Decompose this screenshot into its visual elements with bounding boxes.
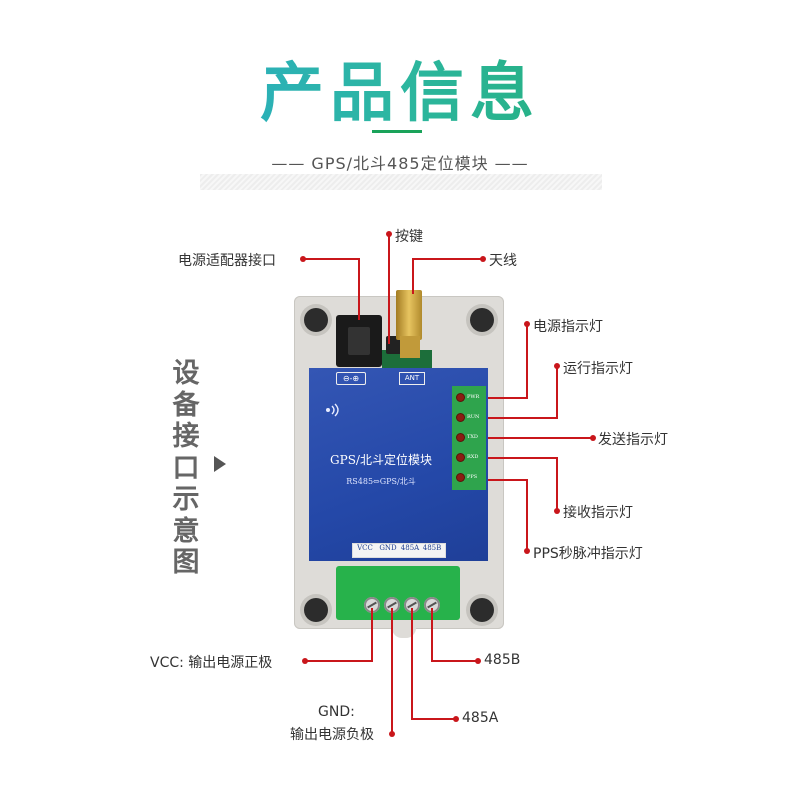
callout-line <box>488 457 558 459</box>
callout-line <box>388 234 390 344</box>
subtitle-band <box>200 174 602 190</box>
callout-line <box>411 608 413 720</box>
callout-power-led: 电源指示灯 <box>533 319 603 335</box>
callout-dot <box>480 256 486 262</box>
callout-line <box>556 457 558 511</box>
page-title: 产品信息 <box>0 42 800 134</box>
callout-dot <box>302 658 308 664</box>
callout-line <box>412 258 414 294</box>
led-label: TXD <box>467 434 478 440</box>
callout-dot <box>554 508 560 514</box>
panel-product-name: GPS/北斗定位模块 <box>330 453 432 467</box>
callout-dot <box>300 256 306 262</box>
callout-line <box>358 258 360 320</box>
callout-gnd-desc: 输出电源负极 <box>290 727 374 743</box>
terminal-tab <box>392 620 416 638</box>
title-underline <box>372 130 422 133</box>
callout-dot <box>389 731 395 737</box>
callout-line <box>556 366 558 419</box>
led-pwr <box>457 394 464 401</box>
callout-dot <box>386 231 392 237</box>
screw-485b <box>424 597 440 613</box>
page-subtitle: —— GPS/北斗485定位模块 —— <box>271 154 529 173</box>
led-label: RUN <box>467 414 480 420</box>
callout-dot <box>524 548 530 554</box>
side-label: 设备接口示意图 <box>172 358 200 578</box>
led-label: RXD <box>467 454 479 460</box>
callout-dot <box>590 435 596 441</box>
dc-power-jack-inner <box>348 327 370 355</box>
mount-hole <box>304 308 328 332</box>
ant-label: ANT <box>399 372 425 385</box>
callout-line <box>488 479 528 481</box>
mount-hole <box>470 308 494 332</box>
callout-vcc: VCC: 输出电源正极 <box>150 655 273 671</box>
screw-gnd <box>384 597 400 613</box>
callout-recv-led: 接收指示灯 <box>563 505 633 521</box>
screw-vcc <box>364 597 380 613</box>
led-run <box>457 414 464 421</box>
callout-line <box>371 608 373 662</box>
callout-line <box>526 324 528 399</box>
panel-interface-label: RS485⇔GPS/北斗 <box>346 477 416 486</box>
callout-dot <box>453 716 459 722</box>
led-label: PPS <box>467 474 478 480</box>
led-pps <box>457 474 464 481</box>
triangle-right-icon <box>214 456 226 472</box>
antenna-connector <box>396 290 422 340</box>
screw-485a <box>404 597 420 613</box>
led-txd <box>457 434 464 441</box>
led-label: PWR <box>467 394 480 400</box>
callout-line <box>391 608 393 734</box>
callout-dot <box>475 658 481 664</box>
terminal-label: 485B <box>422 544 442 552</box>
callout-line <box>304 660 373 662</box>
callout-dot <box>524 321 530 327</box>
mount-hole <box>304 598 328 622</box>
callout-dot <box>554 363 560 369</box>
callout-run-led: 运行指示灯 <box>563 361 633 377</box>
callout-line <box>411 718 455 720</box>
terminal-label: 485A <box>400 544 420 552</box>
callout-line <box>488 397 528 399</box>
led-rxd <box>457 454 464 461</box>
callout-485b: 485B <box>484 652 521 668</box>
terminal-label: VCC <box>357 544 373 552</box>
callout-line <box>431 608 433 662</box>
antenna-base <box>400 336 420 358</box>
mount-hole <box>470 598 494 622</box>
callout-line <box>302 258 360 260</box>
push-button <box>386 336 402 354</box>
terminal-label-strip <box>352 543 446 558</box>
callout-line <box>412 258 482 260</box>
callout-antenna: 天线 <box>489 253 517 269</box>
callout-pps-led: PPS秒脉冲指示灯 <box>533 546 643 562</box>
callout-gnd-title: GND: <box>318 704 355 720</box>
terminal-label: GND <box>379 544 397 552</box>
callout-power-adapter: 电源适配器接口 <box>178 253 276 269</box>
power-polarity-label: ⊖-⊕ <box>336 372 366 385</box>
callout-line <box>431 660 477 662</box>
signal-icon <box>322 402 342 422</box>
terminal-block <box>336 566 460 620</box>
callout-line <box>488 417 558 419</box>
callout-line <box>488 437 592 439</box>
callout-button: 按键 <box>395 229 423 245</box>
callout-line <box>526 479 528 551</box>
callout-485a: 485A <box>462 710 499 726</box>
callout-send-led: 发送指示灯 <box>598 432 668 448</box>
